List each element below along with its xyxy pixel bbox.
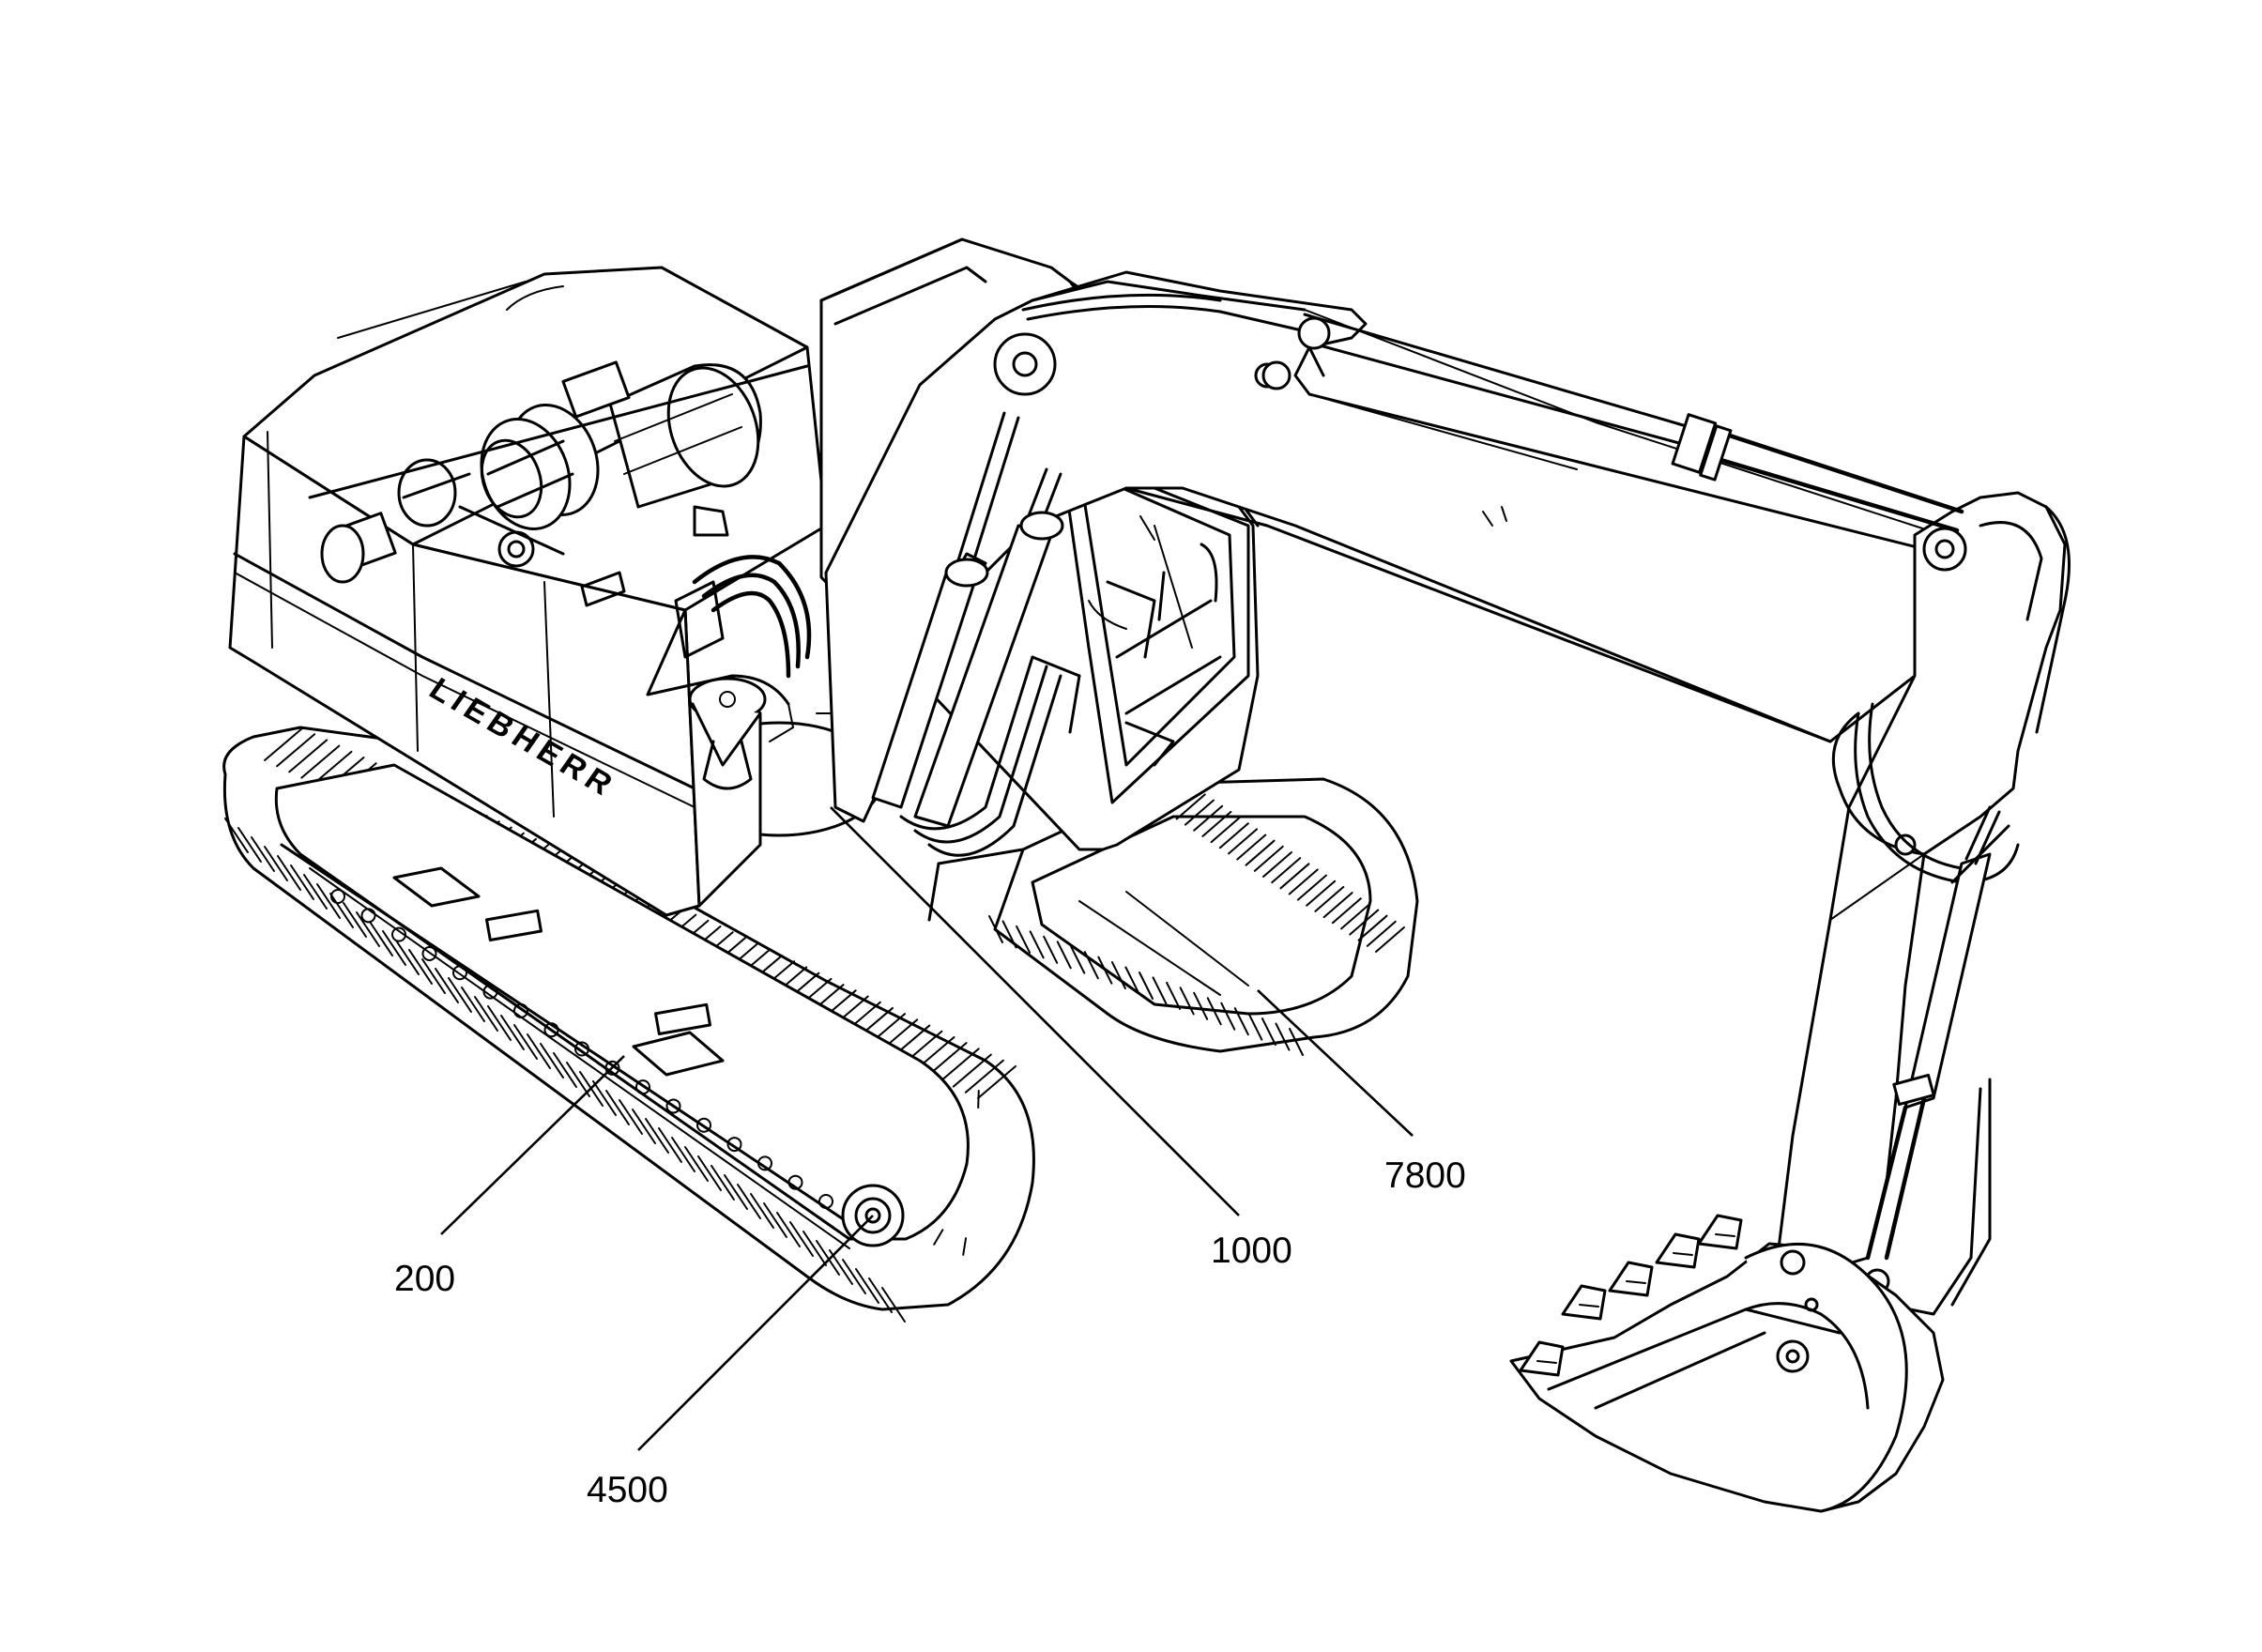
leader-line-4500 (637, 1215, 874, 1451)
bucket-teeth (1519, 1214, 1743, 1377)
bucket (1509, 1214, 1945, 1513)
engine-motor (308, 360, 809, 607)
front-track (222, 726, 1035, 1323)
callout-label-1000: 1000 (1211, 1231, 1292, 1271)
front-track-rollers (330, 889, 833, 1209)
stick (1772, 491, 2071, 1288)
bucket-cylinder (1772, 805, 2010, 1335)
callout-labels: 200 4500 1000 7800 (394, 1155, 1466, 1510)
boom-cylinders (871, 411, 1064, 857)
callout-label-7800: 7800 (1384, 1155, 1466, 1196)
leader-line-7800 (1257, 989, 1414, 1137)
leader-line-1000 (830, 806, 1240, 1216)
callout-label-4500: 4500 (587, 1470, 668, 1510)
callout-leaders (440, 806, 1414, 1451)
callout-label-200: 200 (394, 1259, 455, 1299)
rear-track (988, 776, 1419, 1056)
leader-line-200 (440, 1055, 625, 1235)
hydraulic-hoses (674, 555, 812, 790)
stick-cylinder (1261, 313, 1964, 533)
